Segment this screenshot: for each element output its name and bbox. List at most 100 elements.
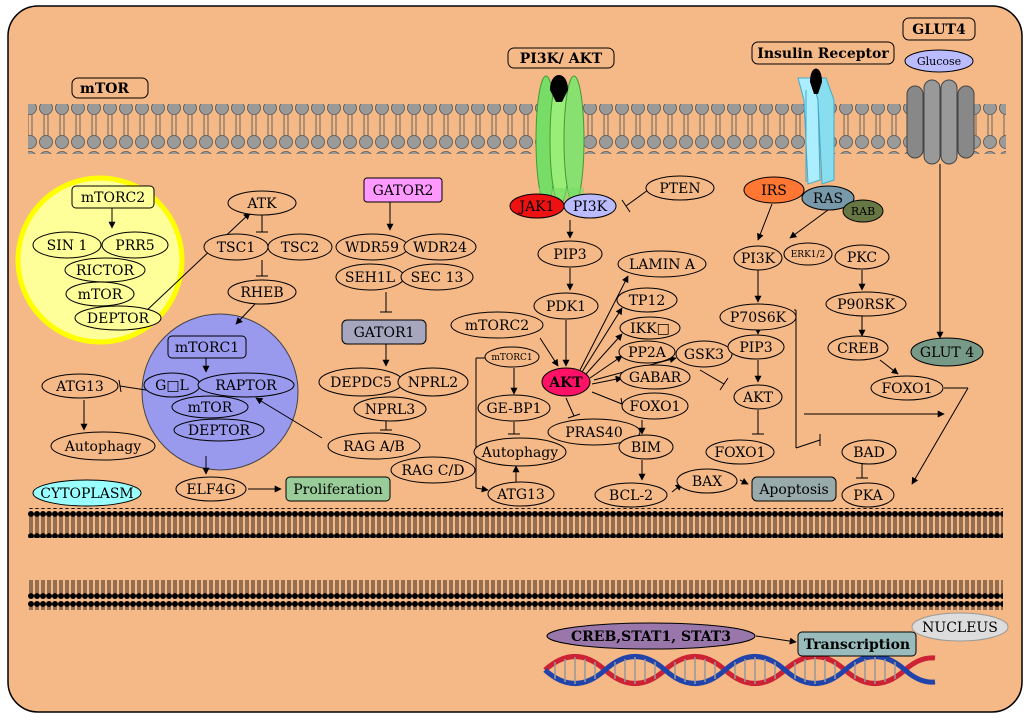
- svg-text:RAG C/D: RAG C/D: [402, 463, 465, 479]
- svg-text:G□L: G□L: [155, 378, 189, 394]
- transcription-label: Transcription: [797, 631, 917, 657]
- svg-text:NPRL2: NPRL2: [408, 375, 458, 391]
- glucose-text: Glucose: [917, 55, 961, 68]
- node-tsc1: TSC1: [203, 233, 269, 261]
- node-gabar: GABAR: [619, 364, 691, 390]
- svg-text:Proliferation: Proliferation: [293, 482, 383, 498]
- node-sin1: SIN 1: [32, 231, 102, 259]
- svg-text:Apoptosis: Apoptosis: [758, 482, 828, 498]
- node-tp12: TP12: [616, 287, 678, 313]
- svg-text:PIP3: PIP3: [553, 247, 586, 263]
- svg-text:mTORC1: mTORC1: [175, 340, 239, 356]
- svg-text:GABAR: GABAR: [629, 370, 682, 386]
- svg-text:RAG A/B: RAG A/B: [343, 439, 404, 455]
- svg-text:WDR59: WDR59: [345, 240, 399, 256]
- node-lamin-a: LAMIN A: [617, 250, 707, 278]
- node-prr5: PRR5: [101, 231, 169, 259]
- node-pka: PKA: [841, 482, 895, 508]
- node-pi3k-right: PI3K: [733, 245, 783, 271]
- svg-text:ERK1/2: ERK1/2: [791, 250, 826, 260]
- svg-text:P70S6K: P70S6K: [730, 310, 787, 326]
- title-pi3k-akt-text: PI3K/ AKT: [520, 51, 603, 67]
- node-nprl2: NPRL2: [397, 367, 469, 397]
- svg-text:DEPTOR: DEPTOR: [87, 311, 150, 327]
- svg-text:JAK1: JAK1: [517, 199, 554, 215]
- title-mtor: mTOR: [71, 77, 149, 99]
- node-elf4g: ELF4G: [175, 476, 247, 502]
- svg-text:ATG13: ATG13: [55, 379, 104, 395]
- mtorc2-label-box: mTORC2: [71, 185, 155, 209]
- svg-text:ATK: ATK: [246, 196, 277, 212]
- creb-stat-label: CREB,STAT1, STAT3: [546, 622, 756, 650]
- nucleus-label: NUCLEUS: [911, 612, 1009, 642]
- svg-text:SIN 1: SIN 1: [47, 238, 88, 254]
- node-wdr59: WDR59: [335, 233, 409, 261]
- nuclear-membrane-inner: [28, 580, 1003, 610]
- node-mtorc1-small: mTORC1: [484, 346, 540, 368]
- node-jak1: JAK1: [509, 193, 565, 219]
- svg-text:PP2A: PP2A: [628, 345, 667, 361]
- node-creb: CREB: [827, 335, 889, 361]
- mtorc1-label-box: mTORC1: [167, 335, 247, 359]
- svg-text:GSK3: GSK3: [684, 347, 724, 363]
- node-autophagy-mid: Autophagy: [473, 437, 567, 467]
- node-ras: RAS: [801, 185, 855, 211]
- svg-text:mTORC1: mTORC1: [491, 353, 532, 363]
- svg-text:PI3K: PI3K: [741, 251, 776, 267]
- svg-text:RHEB: RHEB: [240, 285, 283, 301]
- svg-text:BAX: BAX: [692, 474, 722, 490]
- svg-text:IKK□: IKK□: [630, 321, 670, 337]
- svg-text:RICTOR: RICTOR: [76, 263, 135, 279]
- svg-text:PTEN: PTEN: [659, 181, 700, 197]
- svg-text:RAB: RAB: [851, 205, 875, 218]
- svg-text:Autophagy: Autophagy: [481, 445, 558, 461]
- node-pten: PTEN: [645, 175, 715, 201]
- svg-text:GATOR2: GATOR2: [373, 183, 434, 199]
- node-proliferation: Proliferation: [285, 476, 391, 502]
- node-rictor: RICTOR: [64, 257, 146, 283]
- svg-text:ATG13: ATG13: [496, 487, 545, 503]
- svg-text:LAMIN A: LAMIN A: [629, 257, 696, 273]
- cytoplasm-label: CYTOPLASM: [32, 479, 142, 507]
- svg-text:PDK1: PDK1: [546, 299, 586, 315]
- node-tsc2: TSC2: [267, 233, 333, 261]
- svg-text:RAS: RAS: [813, 191, 843, 207]
- svg-text:PRR5: PRR5: [115, 238, 154, 254]
- svg-text:FOXO1: FOXO1: [629, 399, 680, 415]
- svg-text:PKA: PKA: [853, 488, 883, 504]
- node-rheb: RHEB: [227, 279, 297, 305]
- svg-text:NPRL3: NPRL3: [365, 402, 415, 418]
- svg-text:Transcription: Transcription: [804, 637, 910, 653]
- title-glut4-text: GLUT4: [912, 22, 966, 38]
- title-insulin-receptor: Insulin Receptor: [751, 41, 895, 65]
- node-rag-ab: RAG A/B: [327, 432, 421, 460]
- node-bad: BAD: [841, 439, 897, 465]
- svg-text:FOXO1: FOXO1: [714, 445, 765, 461]
- svg-text:PIP3: PIP3: [739, 340, 772, 356]
- node-rag-cd: RAG C/D: [390, 456, 476, 484]
- node-autophagy-left: Autophagy: [50, 431, 156, 461]
- svg-text:GE-BP1: GE-BP1: [486, 401, 541, 417]
- svg-text:PRAS40: PRAS40: [565, 425, 622, 441]
- glut4-transporter-icon: [906, 79, 975, 165]
- node-pip3-right: PIP3: [727, 334, 785, 360]
- nuclear-membrane-outer: [28, 508, 1003, 538]
- svg-text:AKT: AKT: [548, 375, 583, 391]
- node-akt-main: AKT: [541, 367, 591, 397]
- node-deptor-c1: DEPTOR: [173, 418, 265, 442]
- node-bcl2: BCL-2: [594, 482, 668, 508]
- node-deptor-c2: DEPTOR: [74, 305, 162, 331]
- pi3k-akt-receptor-icon: [535, 75, 585, 205]
- node-pdk1: PDK1: [533, 292, 599, 320]
- svg-text:mTOR: mTOR: [78, 287, 123, 303]
- node-gbl: G□L: [143, 372, 201, 398]
- svg-text:FOXO1: FOXO1: [881, 381, 932, 397]
- node-foxo1-far: FOXO1: [870, 375, 944, 401]
- node-atg13-mid: ATG13: [487, 481, 555, 507]
- node-sec13: SEC 13: [400, 263, 474, 291]
- node-pkc: PKC: [834, 244, 890, 270]
- node-bim: BIM: [618, 434, 674, 460]
- svg-text:mTORC2: mTORC2: [465, 318, 529, 334]
